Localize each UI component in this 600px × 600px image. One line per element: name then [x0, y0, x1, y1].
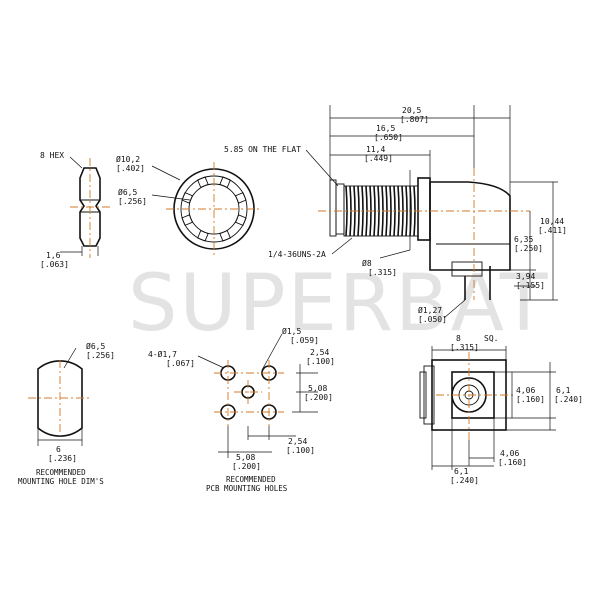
len-mid-in: [.650]	[374, 133, 403, 142]
len-total-in: [.807]	[400, 115, 429, 124]
pcb-dy-in: [.200]	[304, 393, 333, 402]
pcb-caption-1: RECOMMENDED	[226, 475, 276, 484]
nut-side-view	[60, 156, 112, 258]
bottom-w1: 4,06	[500, 449, 519, 458]
mount-flat-in: [.236]	[48, 454, 77, 463]
connector-side-view	[305, 105, 558, 319]
thread-line	[389, 185, 392, 237]
pcb-dx2: 2,54	[288, 437, 307, 446]
nut-hex-label: 8 HEX	[40, 151, 64, 160]
mount-dia-in: [.256]	[86, 351, 115, 360]
h-pin: 3,94	[516, 272, 535, 281]
mount-caption-2: MOUNTING HOLE DIM'S	[18, 477, 104, 486]
pcb-hole4-in: [.067]	[166, 359, 195, 368]
flat-label: 5.85 ON THE FLAT	[224, 145, 301, 154]
watermark: SUPERBAT	[128, 259, 550, 349]
nut-dia-outer: Ø10,2	[116, 154, 140, 164]
pcb-holes	[197, 333, 318, 458]
washer-tooth	[234, 192, 247, 204]
pcb-dx2-in: [.100]	[286, 446, 315, 455]
washer-tooth	[197, 176, 209, 189]
washer-tooth	[181, 214, 194, 226]
bottom-h2: 6,1	[556, 386, 571, 395]
len-total: 20,5	[402, 106, 421, 115]
washer-tooth	[181, 192, 194, 204]
nut-dia-inner: Ø6,5	[118, 187, 137, 197]
bottom-sq-label: SQ.	[484, 334, 498, 343]
h-total: 10,44	[540, 217, 564, 226]
thread-label: 1/4-36UNS-2A	[268, 250, 326, 259]
h-center-in: [.250]	[514, 244, 543, 253]
pcb-hole4: 4-Ø1,7	[148, 349, 177, 359]
washer-tooth	[219, 176, 231, 189]
len-short-in: [.449]	[364, 154, 393, 163]
dia8: Ø8	[362, 258, 372, 268]
dia8-in: [.315]	[368, 268, 397, 277]
bottom-h1-in: [.160]	[516, 395, 545, 404]
nut-front-view	[151, 162, 262, 258]
nut-thick: 1,6	[46, 251, 61, 260]
mount-dia: Ø6,5	[86, 341, 105, 351]
mount-flat: 6	[56, 445, 61, 454]
washer-tooth	[234, 214, 247, 226]
h-pin-in: [.155]	[516, 281, 545, 290]
pcb-caption-2: PCB MOUNTING HOLES	[206, 484, 288, 493]
washer-tooth	[197, 229, 209, 242]
bottom-w2-in: [.240]	[450, 476, 479, 485]
pcb-hole1: Ø1,5	[282, 326, 301, 336]
mount-caption-1: RECOMMENDED	[36, 468, 86, 477]
thread-line	[405, 185, 408, 237]
h-center: 6,35	[514, 235, 533, 244]
nut-dia-outer-in: [.402]	[116, 164, 145, 173]
pcb-hole1-in: [.059]	[290, 336, 319, 345]
mounting-hole-shape	[28, 347, 92, 446]
washer-tooth	[219, 229, 231, 242]
pcb-span: 5,08	[236, 453, 255, 462]
pcb-dx1: 2,54	[310, 348, 329, 357]
pcb-dy: 5,08	[308, 384, 327, 393]
bottom-h1: 4,06	[516, 386, 535, 395]
len-mid: 16,5	[376, 124, 395, 133]
nut-dia-inner-in: [.256]	[118, 197, 147, 206]
h-total-in: [.411]	[538, 226, 567, 235]
bottom-w1-in: [.160]	[498, 458, 527, 467]
connector-bottom-view	[419, 346, 556, 470]
nut-thick-in: [.063]	[40, 260, 69, 269]
pin-dia-in: [.050]	[418, 315, 447, 324]
bottom-w2: 6,1	[454, 467, 469, 476]
thread-line	[357, 185, 360, 237]
thread-line	[373, 185, 376, 237]
pcb-dx1-in: [.100]	[306, 357, 335, 366]
bottom-sq-in: [.315]	[450, 343, 479, 352]
pcb-span-in: [.200]	[232, 462, 261, 471]
len-short: 11,4	[366, 145, 385, 154]
pin-dia: Ø1,27	[418, 305, 442, 315]
bottom-h2-in: [.240]	[554, 395, 583, 404]
bottom-sq: 8	[456, 334, 461, 343]
